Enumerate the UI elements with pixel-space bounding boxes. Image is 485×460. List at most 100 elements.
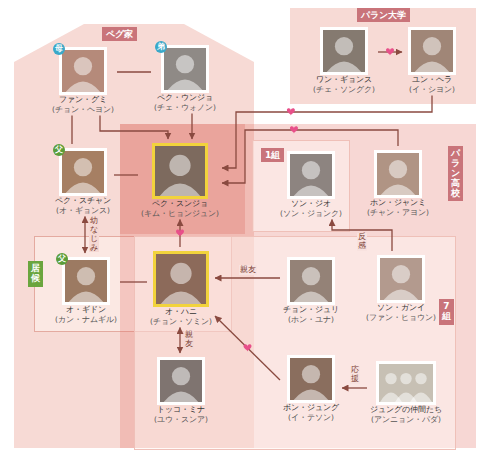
character-name: ボン・ジュング [283,403,339,413]
relation-arrow [117,71,151,72]
relation-arrow [215,316,280,380]
character-card: ユン・ヘラ(イ・シヨン) [402,23,462,96]
label-holder: 親友 [239,265,257,275]
portrait-placeholder [287,257,335,305]
role-badge: 母 [53,43,65,55]
relation-arrow [222,96,432,169]
actor-name: (チェ・ソングク) [313,85,375,95]
portrait-placeholder [157,357,205,405]
portrait-placeholder [320,27,368,75]
relation-arrow [342,387,367,388]
character-card: ソン・ガンイ(ファン・ヒョウン) [363,251,439,324]
character-name: ソン・ジオ [291,199,331,209]
portrait-placeholder [62,257,110,305]
group-tag: 1組 [261,148,284,162]
portrait-placeholder [287,355,335,403]
portrait-placeholder [161,45,209,93]
character-card: ボン・ジュング(イ・テソン) [280,351,342,424]
relation-label: 応援 [350,366,360,384]
actor-name: (オ・ギョンス) [56,206,110,216]
relation-arrow [191,114,192,140]
character-name: ワン・ギョンス [316,75,372,85]
relation-arrow [114,174,138,175]
heart-symbol [176,229,184,236]
heart-symbol [244,344,252,351]
actor-name: (チャン・アヨン) [367,208,429,218]
role-badge: 父 [56,253,68,265]
character-name: トッコ・ミナ [157,405,205,415]
relation-label: 親友 [184,331,194,349]
actor-name: (ファン・ヒョウン) [366,313,436,323]
relation-label: 反感 [357,233,367,251]
character-name: ペク・スチャン [55,196,111,206]
portrait-placeholder [287,151,335,199]
character-card: オ・ハニ(チョン・ソミン) [147,247,215,328]
group-tag: 7組 [439,299,454,325]
character-card: 父オ・ギドン(カン・ナムギル) [52,253,120,326]
actor-name: (チョン・ヘヨン) [52,105,114,115]
character-card: ワン・ギョンス(チェ・ソングク) [310,23,378,96]
character-name: ジュングの仲間たち [370,405,442,415]
relation-arrow [332,220,392,252]
role-badge: 弟 [155,41,167,53]
group-tag: パラン大学 [357,8,410,22]
relation-arrow [71,116,72,145]
label-holder: 反感 [357,233,367,251]
portrait-placeholder [376,361,436,405]
character-card: トッコ・ミナ(ユウ・スンア) [151,353,211,426]
actor-name: (イ・シヨン) [409,85,455,95]
heart-symbol [386,48,394,55]
relation-arrow [179,328,180,354]
highlight-square [120,124,245,234]
character-name: ユン・ヘラ [412,75,452,85]
character-card: 母ファン・グミ(チョン・ヘヨン) [49,43,117,116]
actor-name: (カン・ナムギル) [55,315,117,325]
actor-name: (アンニョン・パダ) [371,415,441,425]
character-name: ペク・ウンジョ [157,93,213,103]
portrait-placeholder [152,143,208,199]
character-card: 父ペク・スチャン(オ・ギョンス) [52,144,114,217]
actor-name: (チェ・ウォノン) [154,103,216,113]
relation-arrow [120,281,147,282]
character-card: ジュングの仲間たち(アンニョン・パダ) [367,357,445,426]
relation-arrow [222,130,398,183]
actor-name: (ユウ・スンア) [154,415,208,425]
group-tag: パラン高校 [448,146,463,201]
character-name: ペク・スンジョ [152,199,208,209]
group-tag: ペグ家 [102,27,137,41]
character-name: オ・ギドン [66,305,106,315]
character-card: ペク・スンジョ(キム・ヒョンジュン) [138,139,222,220]
relation-arrow [100,116,168,140]
portrait-placeholder [408,27,456,75]
character-card: ホン・ジャンミ(チャン・アヨン) [364,146,432,219]
portrait-placeholder [374,150,422,198]
group-tag: 居候 [28,261,43,287]
actor-name: (チョン・ソミン) [150,317,212,327]
role-badge: 父 [53,144,65,156]
group-region: 1組ソン・ジオ(ソン・ジョンク) [252,140,350,232]
relation-label: 親友 [239,265,257,275]
character-card: 弟ペク・ウンジョ(チェ・ウォノン) [151,41,219,114]
portrait-placeholder [377,255,425,303]
portrait-placeholder [59,47,107,95]
group-region: パラン大学ワン・ギョンス(チェ・ソングク)ユン・ヘラ(イ・シヨン) [290,8,476,104]
label-holder: 親友 [184,331,194,349]
character-card: ソン・ジオ(ソン・ジョンク) [277,147,345,220]
label-holder: 応援 [350,366,360,384]
label-holder: 幼なじみ [89,217,99,252]
relation-label: 幼なじみ [89,217,99,252]
character-name: チョン・ジュリ [283,305,339,315]
character-name: オ・ハニ [165,307,197,317]
character-name: ファン・グミ [59,95,107,105]
relation-arrow [215,277,280,278]
character-name: ソン・ガンイ [377,303,425,313]
actor-name: (キム・ヒョンジュン) [141,209,219,219]
actor-name: (ソン・ジョンク) [280,209,342,219]
portrait-placeholder [59,148,107,196]
heart-symbol [287,108,295,115]
actor-name: (イ・テソン) [288,413,334,423]
actor-name: (ホン・ユナ) [288,315,334,325]
relation-arrow [84,217,85,254]
character-name: ホン・ジャンミ [370,198,426,208]
heart-symbol [290,126,298,133]
